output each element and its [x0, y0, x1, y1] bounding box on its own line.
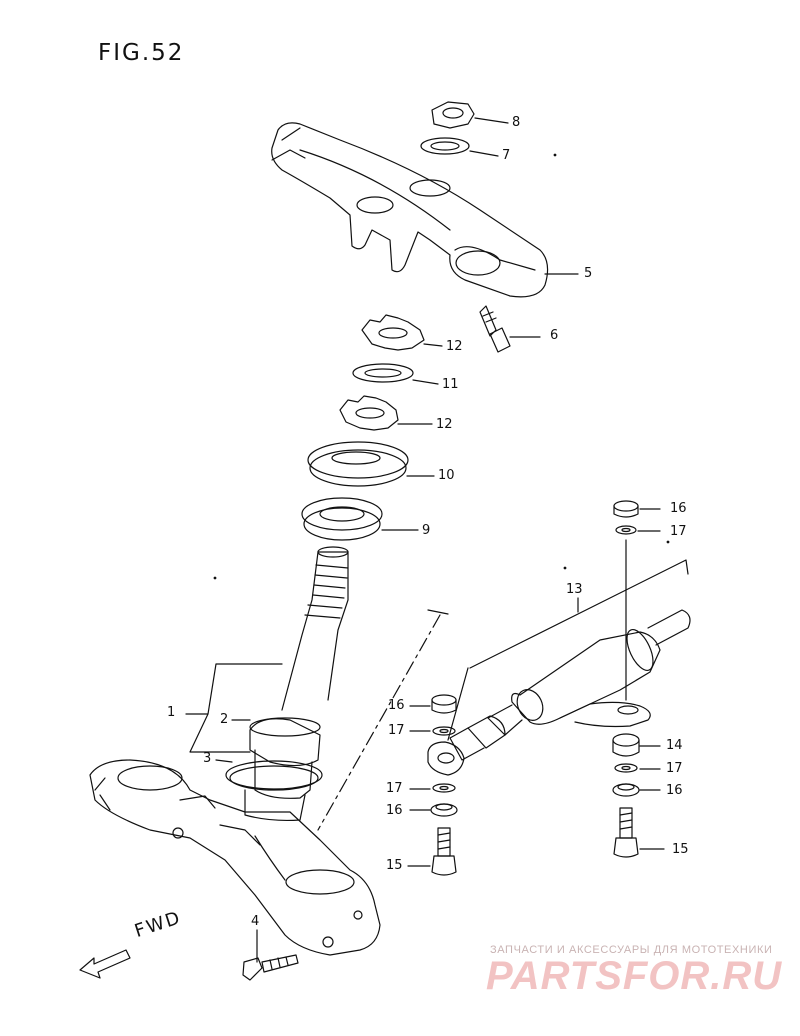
upper-bracket [271, 122, 549, 298]
callout-10: 10 [438, 468, 455, 483]
washer-7 [420, 137, 499, 157]
bearing-9 [301, 497, 419, 541]
callout-16-right: 16 [666, 783, 683, 798]
bush-16-top [613, 500, 661, 518]
washer-17-right [614, 763, 661, 773]
callout-13: 13 [566, 582, 583, 597]
callout-12-lower: 12 [436, 417, 453, 432]
dust-seal-10 [307, 441, 435, 487]
center-line [317, 614, 441, 831]
nut-8 [431, 101, 509, 129]
callout-16-top: 16 [670, 501, 687, 516]
callout-3: 3 [203, 751, 212, 766]
watermark-tagline: ЗАПЧАСТИ И АКСЕССУАРЫ ДЛЯ МОТОТЕХНИКИ [490, 944, 773, 956]
steering-damper [427, 609, 691, 776]
callout-15-left: 15 [386, 858, 403, 873]
bush-16-left-top [409, 694, 457, 714]
bush-16-left-bottom [409, 803, 458, 817]
callout-8: 8 [512, 115, 521, 130]
fwd-arrow-icon [79, 949, 131, 979]
locknut-12-lower [339, 395, 433, 431]
figure-title: FIG.52 [98, 40, 185, 66]
locknut-12-upper [361, 314, 443, 351]
washer-17-top [615, 525, 661, 535]
callout-11: 11 [442, 377, 459, 392]
bolt-15-left [407, 827, 457, 876]
callout-16-left-bottom: 16 [386, 803, 403, 818]
callout-7: 7 [502, 148, 511, 163]
callout-5: 5 [584, 266, 593, 281]
callout-16-left-top: 16 [388, 698, 405, 713]
callout-9: 9 [422, 523, 431, 538]
callout-4: 4 [251, 914, 260, 929]
callout-17-top: 17 [670, 524, 687, 539]
leader-1 [185, 663, 283, 753]
callout-14: 14 [666, 738, 683, 753]
washer-17-left-bottom [409, 783, 456, 793]
callout-17-right: 17 [666, 761, 683, 776]
callout-1: 1 [167, 705, 176, 720]
washer-11 [352, 363, 439, 385]
leader-3 [215, 759, 233, 763]
leader-13 [469, 559, 689, 669]
washer-17-left-top [409, 726, 456, 736]
callout-17-left-top: 17 [388, 723, 405, 738]
lower-bracket [89, 759, 381, 956]
callout-17-left-bottom: 17 [386, 781, 403, 796]
bush-14 [612, 733, 661, 757]
bush-16-right [612, 783, 661, 797]
callout-15-right: 15 [672, 842, 689, 857]
callout-12-upper: 12 [446, 339, 463, 354]
bolt-4 [242, 929, 299, 981]
watermark-logo: PARTSFOR.RU [486, 954, 783, 998]
o-ring-3 [225, 760, 323, 791]
callout-2: 2 [220, 712, 229, 727]
steering-stem [244, 546, 349, 822]
bolt-15-right [613, 807, 665, 858]
bolt-6 [479, 305, 541, 353]
callout-6: 6 [550, 328, 559, 343]
center-tick [427, 609, 449, 615]
